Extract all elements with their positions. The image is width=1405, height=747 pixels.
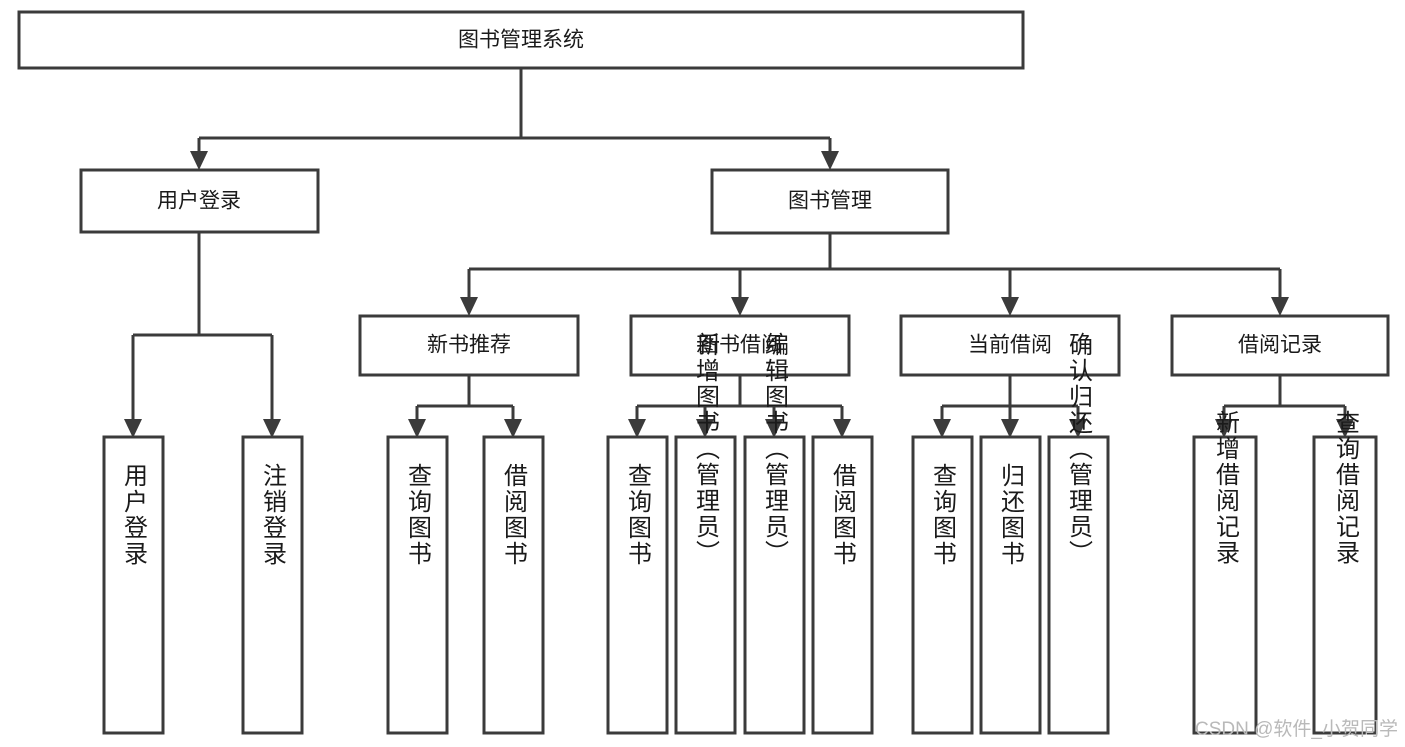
- node-leaf-user-logout-box[interactable]: [241, 435, 304, 735]
- node-borrow-record-label: 借阅记录: [1238, 334, 1322, 357]
- node-leaf-user-login-box[interactable]: [102, 435, 165, 735]
- csdn-watermark: CSDN @软件_小贺同学: [1195, 718, 1398, 740]
- node-root-system[interactable]: 图书管理系统: [17, 10, 1025, 70]
- arrow-to-leaf-borrow-book-2: [833, 419, 851, 438]
- node-leaf-query-book-1-box[interactable]: [386, 435, 449, 735]
- node-leaf-add-record-box[interactable]: [1192, 435, 1258, 735]
- node-leaf-query-book-2[interactable]: 查询图书: [606, 435, 669, 735]
- node-leaf-add-record-label: 新增借阅记录: [1212, 410, 1240, 566]
- node-leaf-borrow-book-2-label: 借阅图书: [829, 463, 857, 567]
- node-book-management[interactable]: 图书管理: [710, 168, 950, 235]
- node-new-book-recommend-label: 新书推荐: [427, 334, 511, 357]
- node-root-system-box[interactable]: [17, 10, 1025, 70]
- arrow-to-leaf-return-book: [1001, 419, 1019, 438]
- node-leaf-add-book-box[interactable]: [674, 435, 737, 735]
- node-leaf-query-book-2-box[interactable]: [606, 435, 669, 735]
- node-leaf-query-book-2-label: 查询图书: [624, 463, 652, 567]
- node-leaf-confirm-return-box[interactable]: [1047, 435, 1110, 735]
- connector-layer: [124, 68, 1354, 438]
- node-book-borrow-label: 图书借阅: [698, 334, 782, 357]
- node-leaf-borrow-book-1[interactable]: 借阅图书: [482, 435, 545, 735]
- arrow-to-current-borrow: [1001, 297, 1019, 316]
- node-book-borrow[interactable]: 图书借阅: [629, 314, 851, 377]
- node-leaf-edit-book-box[interactable]: [743, 435, 806, 735]
- node-user-login[interactable]: 用户登录: [79, 168, 320, 234]
- arrow-to-book-borrow: [731, 297, 749, 316]
- node-leaf-add-record[interactable]: 新增借阅记录: [1192, 410, 1258, 735]
- node-leaf-borrow-book-1-box[interactable]: [482, 435, 545, 735]
- node-leaf-user-logout[interactable]: 注销登录: [241, 435, 304, 735]
- node-leaf-borrow-book-2[interactable]: 借阅图书: [811, 435, 874, 735]
- node-leaf-user-logout-label: 注销登录: [259, 463, 287, 567]
- node-leaf-edit-book-label: 编辑图书（管理员）: [761, 332, 789, 566]
- arrow-to-borrow-record: [1271, 297, 1289, 316]
- node-leaf-return-book-box[interactable]: [979, 435, 1042, 735]
- node-current-borrow-box[interactable]: [899, 314, 1121, 377]
- node-leaf-query-record-label: 查询借阅记录: [1332, 410, 1360, 566]
- node-borrow-record[interactable]: 借阅记录: [1170, 314, 1390, 377]
- node-leaf-borrow-book-1-label: 借阅图书: [500, 463, 528, 567]
- node-leaf-add-book-label: 新增图书（管理员）: [692, 332, 720, 566]
- arrow-to-leaf-query-book-3: [933, 419, 951, 438]
- node-leaf-confirm-return[interactable]: 确认归还（管理员）: [1047, 332, 1110, 735]
- node-user-login-label: 用户登录: [157, 190, 241, 213]
- node-current-borrow[interactable]: 当前借阅: [899, 314, 1121, 377]
- node-leaf-user-login-label: 用户登录: [120, 463, 148, 567]
- node-leaf-query-book-3[interactable]: 查询图书: [911, 435, 974, 735]
- arrow-to-leaf-query-book-2: [628, 419, 646, 438]
- node-book-management-box[interactable]: [710, 168, 950, 235]
- node-leaf-confirm-return-label: 确认归还（管理员）: [1065, 332, 1093, 566]
- node-leaf-query-record[interactable]: 查询借阅记录: [1312, 410, 1378, 735]
- node-leaf-query-book-1-label: 查询图书: [404, 463, 432, 567]
- arrow-to-user-login: [190, 151, 208, 170]
- node-current-borrow-label: 当前借阅: [968, 334, 1052, 357]
- node-leaf-query-book-3-box[interactable]: [911, 435, 974, 735]
- arrow-to-new-book-recommend: [460, 297, 478, 316]
- arrow-to-leaf-user-logout: [263, 419, 281, 438]
- node-book-management-label: 图书管理: [788, 190, 872, 213]
- node-new-book-recommend[interactable]: 新书推荐: [358, 314, 580, 377]
- node-borrow-record-box[interactable]: [1170, 314, 1390, 377]
- node-leaf-query-record-box[interactable]: [1312, 435, 1378, 735]
- node-user-login-box[interactable]: [79, 168, 320, 234]
- node-root-system-label: 图书管理系统: [458, 29, 584, 52]
- node-leaf-edit-book[interactable]: 编辑图书（管理员）: [743, 332, 806, 735]
- node-leaf-user-login[interactable]: 用户登录: [102, 435, 165, 735]
- node-leaf-query-book-1[interactable]: 查询图书: [386, 435, 449, 735]
- node-leaf-query-book-3-label: 查询图书: [929, 463, 957, 567]
- node-leaf-borrow-book-2-box[interactable]: [811, 435, 874, 735]
- node-leaf-return-book[interactable]: 归还图书: [979, 435, 1042, 735]
- arrow-to-leaf-query-book-1: [408, 419, 426, 438]
- arrow-to-leaf-borrow-book-1: [504, 419, 522, 438]
- node-new-book-recommend-box[interactable]: [358, 314, 580, 377]
- node-leaf-add-book[interactable]: 新增图书（管理员）: [674, 332, 737, 735]
- arrow-to-leaf-user-login: [124, 419, 142, 438]
- node-book-borrow-box[interactable]: [629, 314, 851, 377]
- node-leaf-return-book-label: 归还图书: [997, 463, 1025, 567]
- arrow-to-book-management: [821, 151, 839, 170]
